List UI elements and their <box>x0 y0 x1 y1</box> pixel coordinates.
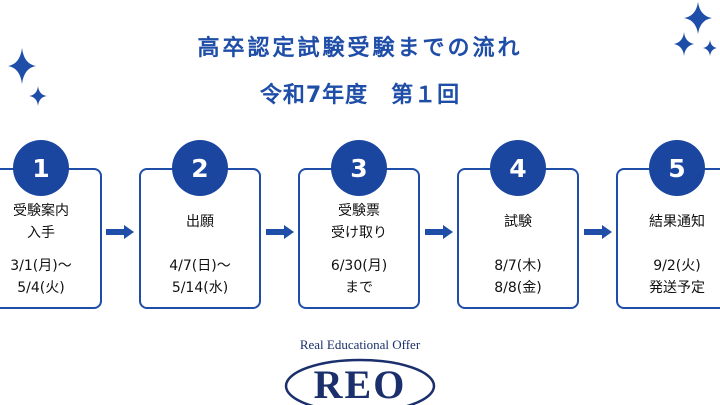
step-date: 3/1(月)～ <box>10 258 72 274</box>
sparkle-icon-left <box>8 48 47 106</box>
step-date: 発送予定 <box>649 280 705 296</box>
step-label: 結果通知 <box>649 214 705 230</box>
step-label: 受験案内 <box>13 203 69 219</box>
step-number-badge: 5 <box>649 140 705 196</box>
step-number-badge: 1 <box>13 140 69 196</box>
step-date: 5/4(火) <box>17 280 65 296</box>
step-date: まで <box>345 280 373 296</box>
arrow-right-icon <box>266 225 294 239</box>
step-date: 6/30(月) <box>330 258 388 274</box>
logo-caption: Real Educational Offer <box>299 337 421 352</box>
step-date: 4/7(日)～ <box>169 258 231 274</box>
sparkle-icon-right <box>674 2 717 56</box>
arrow-right-icon <box>106 225 134 239</box>
step-label: 受け取り <box>331 225 387 241</box>
step-date: 8/8(金) <box>494 280 542 296</box>
step-date: 5/14(水) <box>171 280 229 296</box>
step-number-badge: 2 <box>172 140 228 196</box>
step-label: 試験 <box>504 214 532 230</box>
step-label: 受験票 <box>338 203 380 219</box>
page-title: 高卒認定試験受験までの流れ <box>197 36 523 61</box>
arrow-right-icon <box>425 225 453 239</box>
step-date: 9/2(火) <box>653 258 701 274</box>
page-subtitle: 令和7年度 第１回 <box>259 83 461 108</box>
step-number-badge: 3 <box>331 140 387 196</box>
step-number-badge: 4 <box>490 140 546 196</box>
step-date: 8/7(木) <box>494 258 542 274</box>
logo-mark-text: REO <box>314 362 407 405</box>
logo: REO <box>284 358 436 405</box>
step-label: 出願 <box>186 214 214 230</box>
step-label: 入手 <box>27 225 55 241</box>
arrow-right-icon <box>584 225 612 239</box>
